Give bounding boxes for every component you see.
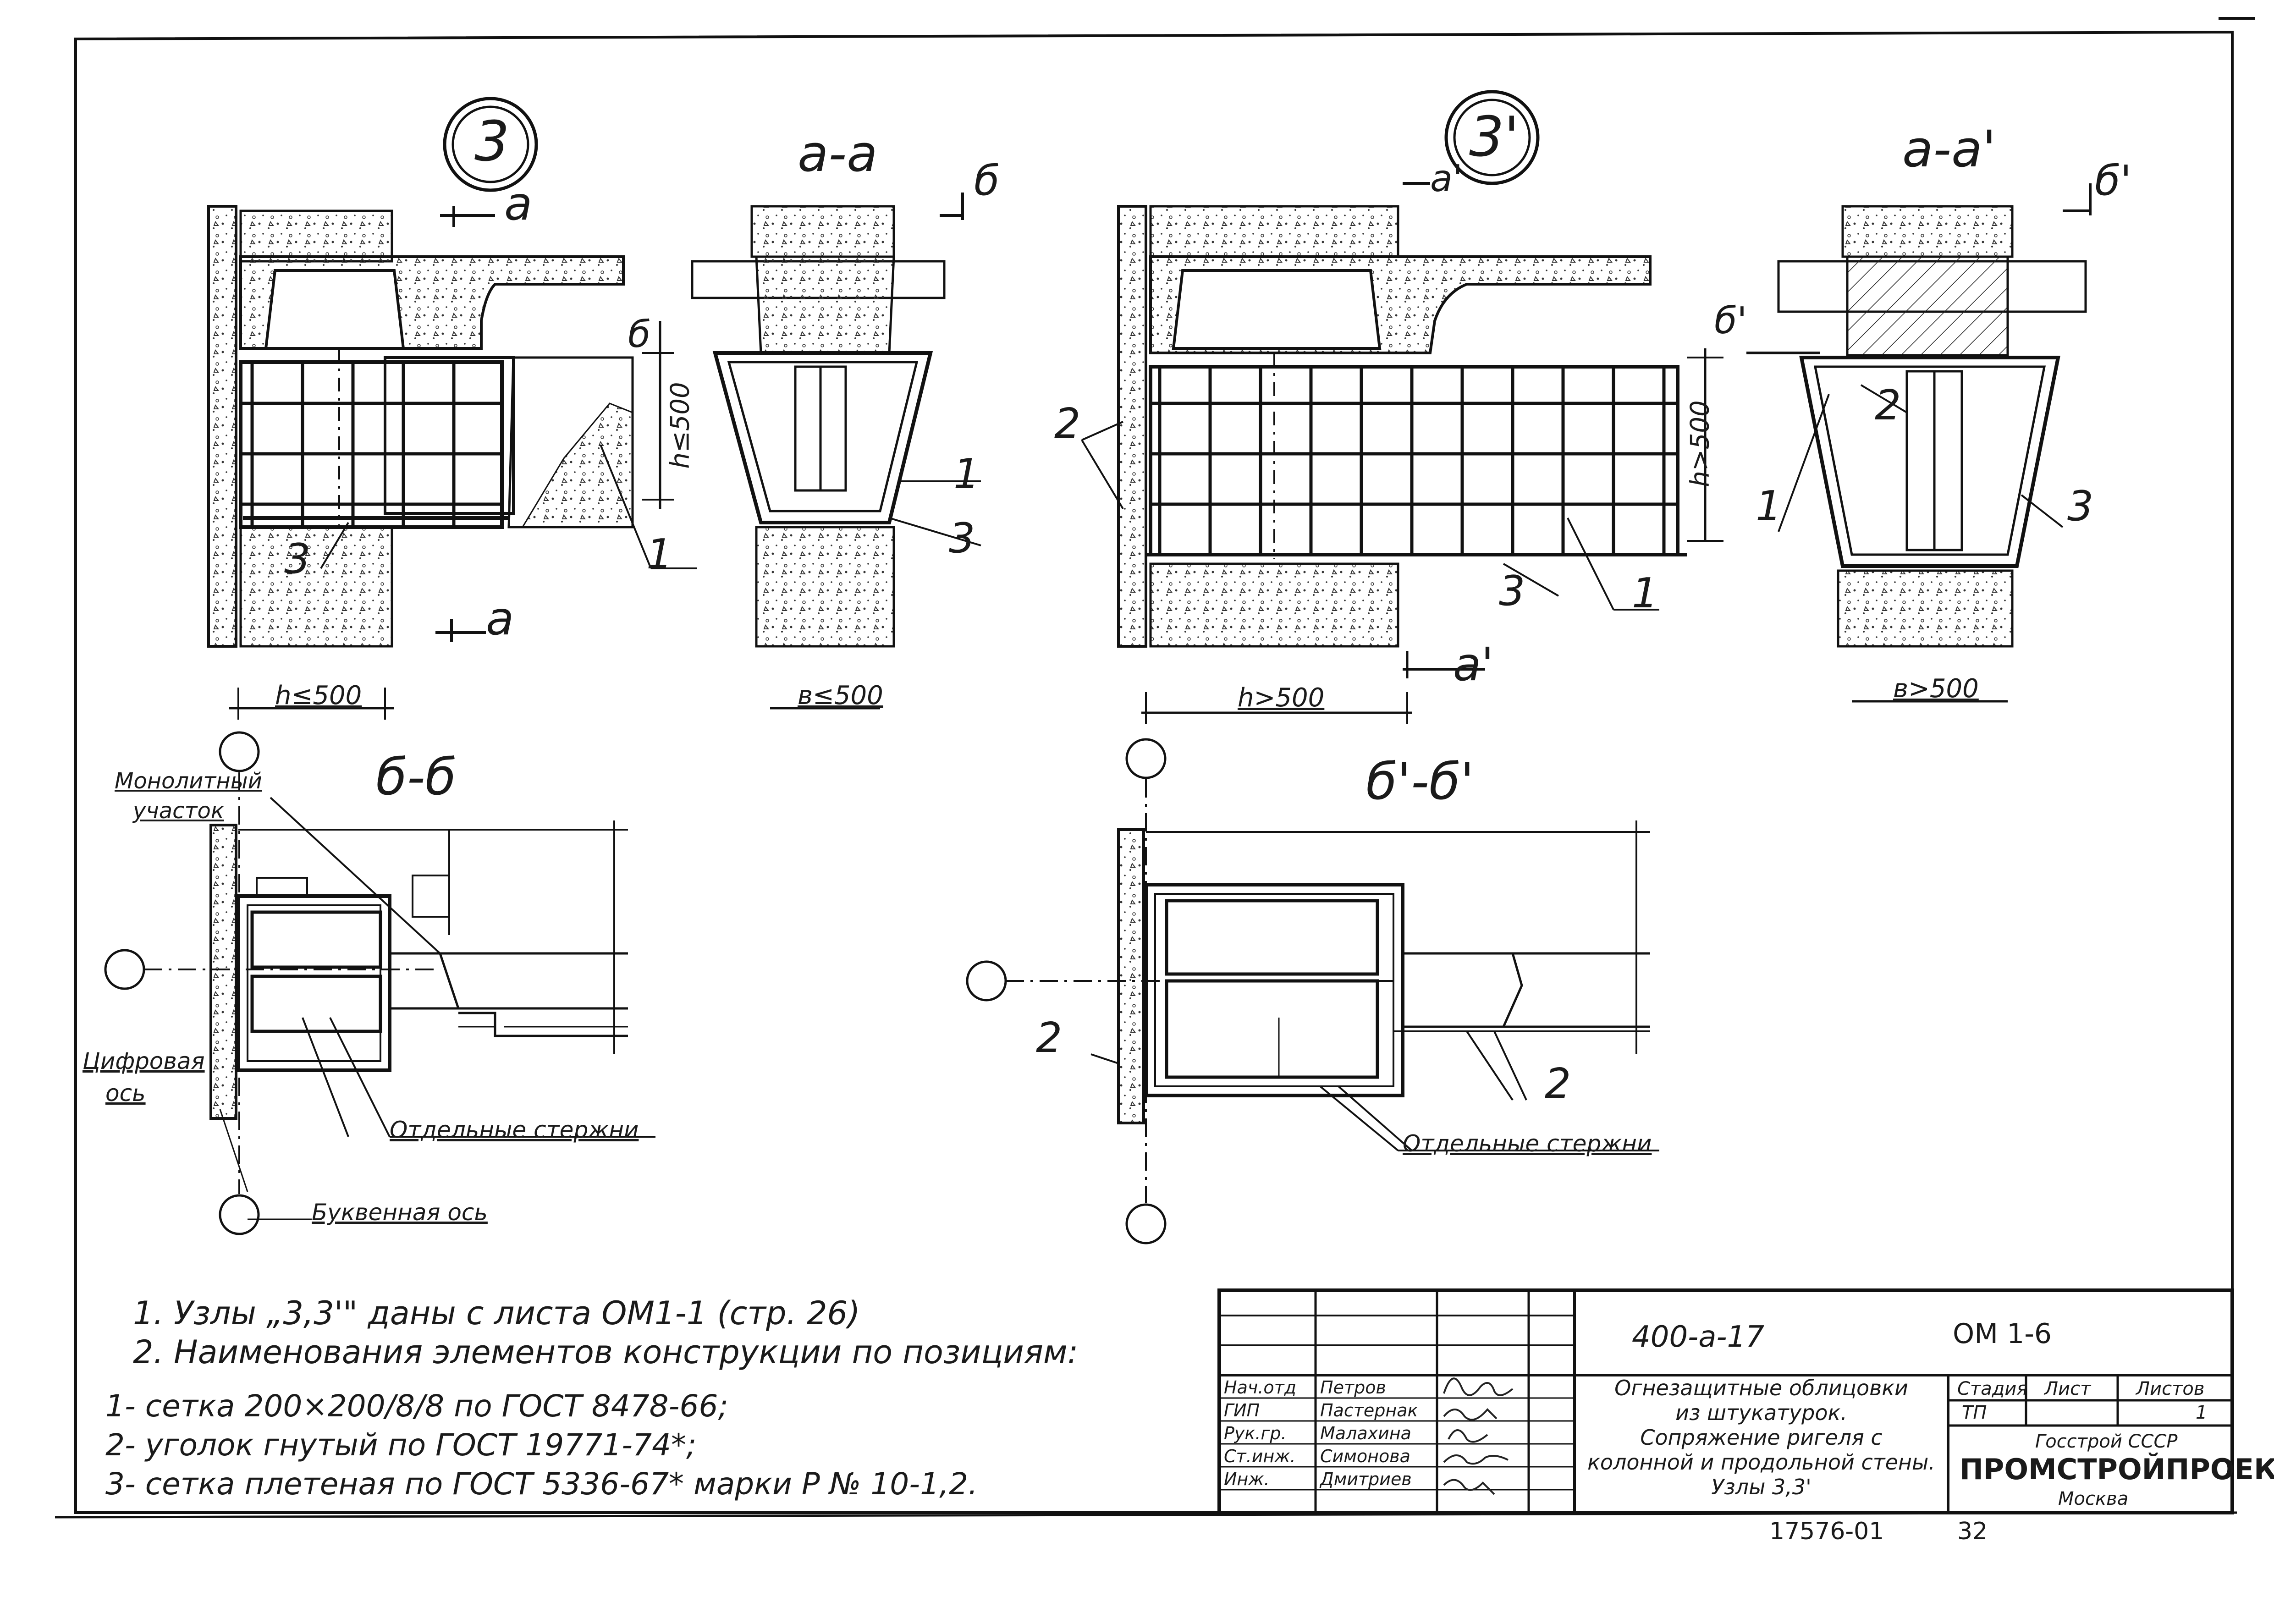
label-digit-axis-2: ось xyxy=(105,1080,146,1107)
page-number: 32 xyxy=(1957,1518,1988,1545)
section-a-aprime-pos-2: 2 xyxy=(1875,381,1901,429)
section-a-a-cut-side: б xyxy=(974,157,1000,205)
name-5: Дмитриев xyxy=(1320,1469,1412,1489)
node-3-mark: 3 xyxy=(474,110,510,174)
name-3: Малахина xyxy=(1320,1423,1411,1443)
section-a-aprime-pos-1: 1 xyxy=(1756,482,1782,530)
col-sheets: Листов xyxy=(2136,1378,2205,1399)
section-a-a-pos-3: 3 xyxy=(949,514,975,562)
sheet-code: ОМ 1-6 xyxy=(1953,1318,2052,1350)
section-b-b-title: б-б xyxy=(376,748,457,806)
sheets-value: 1 xyxy=(2196,1402,2208,1423)
note-item-1: 1- сетка 200×200/8/8 по ГОСТ 8478-66; xyxy=(105,1388,728,1424)
node-3prime-pos-2: 2 xyxy=(1054,400,1081,448)
archive-number: 17576-01 xyxy=(1769,1518,1884,1545)
doc-code: 400-а-17 xyxy=(1632,1320,1764,1354)
label-digit-axis: Цифровая xyxy=(83,1048,205,1074)
role-2: ГИП xyxy=(1224,1400,1260,1420)
node-3prime-cut-top: а' xyxy=(1430,157,1463,200)
section-a-aprime-drawing xyxy=(1746,183,2092,703)
role-4: Ст.инж. xyxy=(1224,1446,1296,1466)
section-a-a-title-text: а-а xyxy=(798,124,878,183)
name-4: Симонова xyxy=(1320,1446,1410,1466)
node-3-pos-1: 1 xyxy=(646,530,673,578)
section-a-aprime-cut-side: б' xyxy=(2095,157,2132,205)
node-3prime-cut-bottom: а' xyxy=(1453,638,1494,691)
name-1: Петров xyxy=(1320,1377,1386,1398)
section-bprime-title: б'-б' xyxy=(1366,752,1474,811)
section-a-aprime-title: а-а' xyxy=(1902,120,1996,178)
node-3prime-dim-v: h>500 xyxy=(1685,400,1715,487)
col-stage: Стадия xyxy=(1957,1378,2028,1399)
section-b-b-drawing xyxy=(104,731,655,1235)
desc-line-3: Сопряжение ригеля с xyxy=(1640,1425,1883,1450)
node-3prime-pos-1: 1 xyxy=(1632,569,1658,617)
desc-line-1: Огнезащитные облицовки xyxy=(1614,1376,1908,1400)
desc-line-2: из штукатурок. xyxy=(1675,1400,1847,1425)
node-3-cut-side: б xyxy=(628,313,651,356)
node-3-drawing xyxy=(207,97,697,720)
signatures xyxy=(1443,1377,1514,1495)
section-bprime-label-bars: Отдельные стержни xyxy=(1403,1130,1652,1157)
col-sheet: Лист xyxy=(2044,1378,2091,1399)
name-2: Пастернак xyxy=(1320,1400,1418,1420)
drawing-description: Огнезащитные облицовки из штукатурок. Со… xyxy=(1577,1377,1946,1497)
desc-line-5: Узлы 3,3' xyxy=(1711,1475,1811,1499)
title-block-grid xyxy=(1217,1288,2234,1514)
note-1: 1. Узлы „3,3'" даны с листа ОМ1-1 (стр. … xyxy=(133,1294,860,1332)
node-3-pos-3: 3 xyxy=(284,535,311,583)
section-b-b-label-bars: Отдельные стержни xyxy=(390,1117,639,1143)
node-3prime-mark: 3' xyxy=(1469,105,1520,169)
stage-value: ТП xyxy=(1962,1402,1987,1423)
node-3-dim-v: h≤500 xyxy=(665,382,695,469)
section-a-aprime-cut-left: б' xyxy=(1714,299,1747,342)
org-line-2: ПРОМСТРОЙПРОЕКТ xyxy=(1960,1453,2274,1486)
node-3-cut-bottom: а xyxy=(486,592,514,645)
section-a-a-drawing xyxy=(691,193,981,710)
label-monolithic: Монолитный xyxy=(115,768,262,794)
section-a-aprime-dim-b: в>500 xyxy=(1893,674,1979,704)
node-3-dim-h: h≤500 xyxy=(275,681,362,710)
org-line-3: Москва xyxy=(2058,1488,2129,1509)
section-a-a-dim-b: в≤500 xyxy=(798,681,883,710)
role-3: Рук.гр. xyxy=(1224,1423,1287,1443)
label-letter-axis: Буквенная ось xyxy=(312,1199,488,1226)
section-a-aprime-pos-3: 3 xyxy=(2067,482,2094,530)
node-3prime-drawing xyxy=(1081,90,1723,724)
section-bprime-bprime-drawing xyxy=(966,738,1659,1244)
node-3-cut-top: а xyxy=(504,177,533,231)
section-bprime-pos-2a: 2 xyxy=(1036,1014,1063,1062)
desc-line-4: колонной и продольной стены. xyxy=(1587,1450,1935,1475)
note-2: 2. Наименования элементов конструкции по… xyxy=(133,1333,1079,1371)
label-monolithic-2: участок xyxy=(133,798,224,824)
role-5: Инж. xyxy=(1224,1469,1270,1489)
section-bprime-pos-2b: 2 xyxy=(1545,1060,1571,1108)
node-3prime-dim-h: h>500 xyxy=(1238,683,1325,713)
note-item-2: 2- уголок гнутый по ГОСТ 19771-74*; xyxy=(105,1427,697,1463)
note-item-3: 3- сетка плетеная по ГОСТ 5336-67* марки… xyxy=(105,1466,978,1502)
node-3prime-pos-3: 3 xyxy=(1499,567,1525,615)
org-line-1: Госстрой СССР xyxy=(2035,1431,2178,1452)
role-1: Нач.отд xyxy=(1224,1377,1297,1398)
section-a-a-pos-1: 1 xyxy=(953,450,980,498)
